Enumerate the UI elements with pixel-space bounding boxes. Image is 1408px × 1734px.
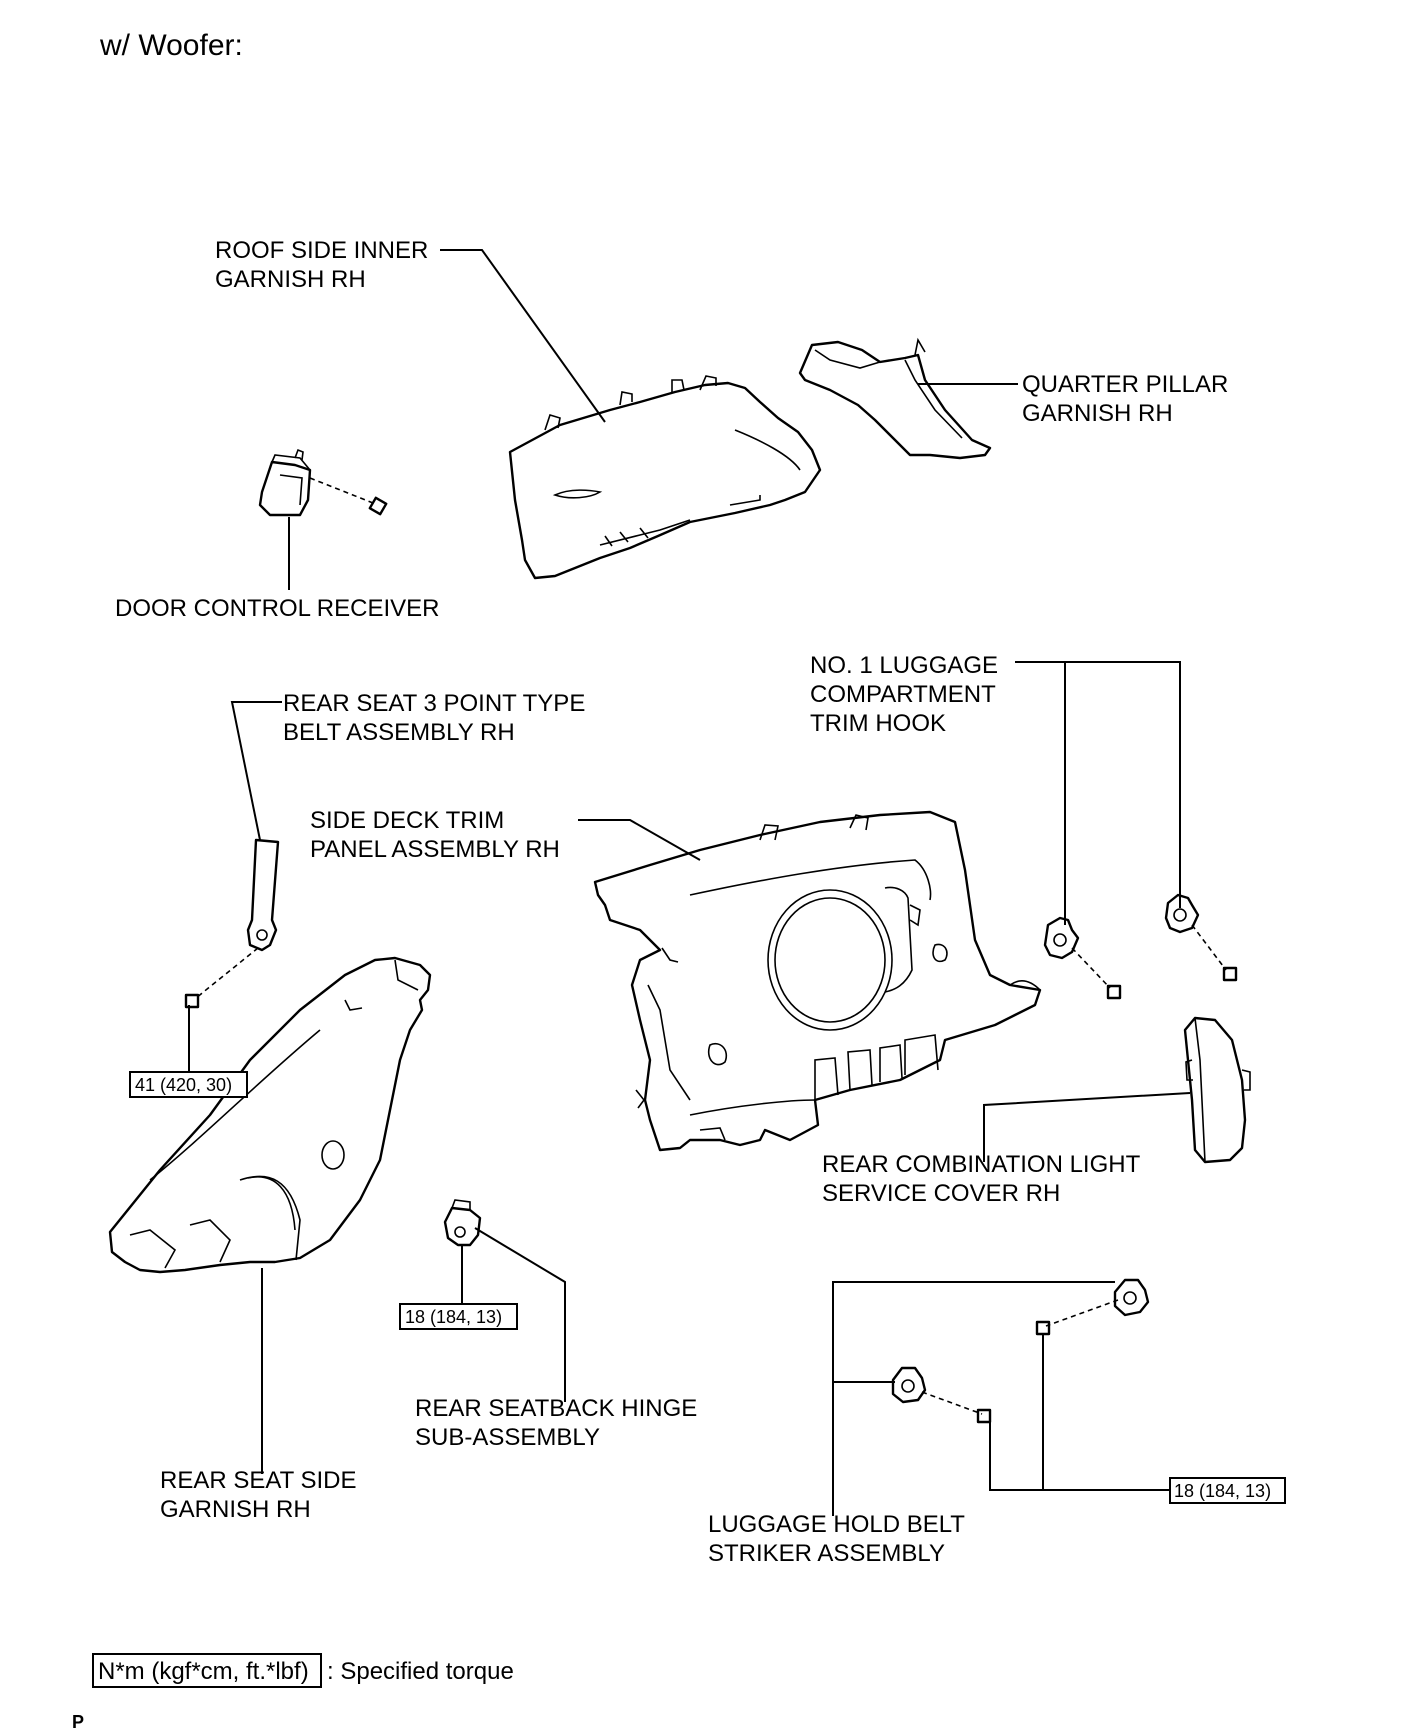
striker-lower-part (891, 1366, 992, 1424)
label-luggage-hook-line3: TRIM HOOK (810, 710, 946, 737)
torque-box-hinge: 18 (184, 13) (399, 1303, 518, 1330)
label-roof-side-line2: GARNISH RH (215, 266, 366, 293)
quarter-pillar-garnish-part (798, 337, 992, 460)
label-seatback-hinge-line2: SUB-ASSEMBLY (415, 1424, 600, 1451)
side-deck-trim-panel-part (593, 810, 1042, 1152)
label-quarter-pillar-line2: GARNISH RH (1022, 400, 1173, 427)
label-side-deck-line2: PANEL ASSEMBLY RH (310, 836, 560, 863)
label-luggage-hook-line1: NO. 1 LUGGAGE (810, 652, 998, 679)
door-receiver-bolt-line (309, 477, 374, 504)
torque-belt-value: 41 (420, 30) (135, 1075, 232, 1095)
diagram-header: w/ Woofer: (99, 29, 243, 62)
label-striker-line1: LUGGAGE HOLD BELT (708, 1511, 965, 1538)
label-seat-side-line2: GARNISH RH (160, 1496, 311, 1523)
label-combination-light-line2: SERVICE COVER RH (822, 1180, 1060, 1207)
label-combination-light-line1: REAR COMBINATION LIGHT (822, 1151, 1141, 1178)
luggage-hook-right-part (1164, 893, 1238, 982)
label-luggage-hook-line2: COMPARTMENT (810, 681, 996, 708)
legend-description: : Specified torque (327, 1658, 514, 1685)
striker-lower-bolt-line (921, 1391, 983, 1415)
luggage-hook-left-part (1043, 916, 1122, 1000)
torque-striker-value: 18 (184, 13) (1174, 1481, 1271, 1501)
torque-legend: N*m (kgf*cm, ft.*lbf) : Specified torque (92, 1653, 514, 1688)
label-quarter-pillar-line1: QUARTER PILLAR (1022, 371, 1228, 398)
rear-seat-belt-part (184, 838, 280, 1009)
torque-box-striker: 18 (184, 13) (1169, 1477, 1286, 1504)
label-seat-belt-line1: REAR SEAT 3 POINT TYPE (283, 690, 585, 717)
leader-lines (188, 249, 1191, 1516)
label-seatback-hinge-line1: REAR SEATBACK HINGE (415, 1395, 697, 1422)
page-footer-mark: P (72, 1712, 84, 1732)
hook-left-bolt-line (1071, 947, 1111, 989)
legend-box-text: N*m (kgf*cm, ft.*lbf) (98, 1658, 309, 1685)
label-roof-side-line1: ROOF SIDE INNER (215, 237, 428, 264)
label-side-deck-line1: SIDE DECK TRIM (310, 807, 504, 834)
striker-upper-part (1035, 1278, 1150, 1336)
rear-seatback-hinge-part (443, 1199, 482, 1247)
label-seat-belt-line2: BELT ASSEMBLY RH (283, 719, 515, 746)
label-door-control: DOOR CONTROL RECEIVER (115, 595, 439, 622)
roof-side-inner-garnish-part (508, 375, 822, 580)
rear-seat-side-garnish-part (108, 956, 432, 1274)
torque-hinge-value: 18 (184, 13) (405, 1307, 502, 1327)
striker-upper-bolt-line (1045, 1299, 1119, 1327)
belt-bolt-line (195, 947, 259, 999)
door-control-receiver-part (258, 448, 388, 517)
label-seat-side-line1: REAR SEAT SIDE (160, 1467, 357, 1494)
hook-right-bolt-line (1191, 924, 1227, 971)
torque-box-belt: 41 (420, 30) (129, 1071, 248, 1098)
label-striker-line2: STRIKER ASSEMBLY (708, 1540, 945, 1567)
rear-combination-light-cover-part (1183, 1016, 1251, 1164)
